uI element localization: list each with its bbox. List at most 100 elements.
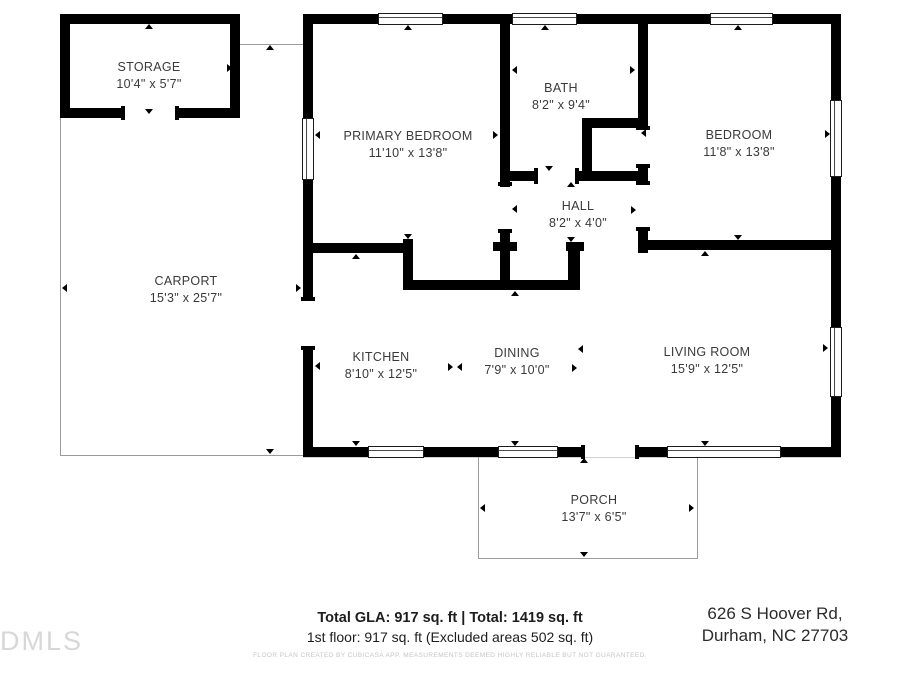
wall-house-right — [831, 14, 841, 457]
dimension-arrow — [448, 363, 453, 371]
dimension-arrow — [315, 362, 320, 370]
dimension-arrow — [734, 235, 742, 240]
disclaimer-text: FLOOR PLAN CREATED BY CUBICASA APP. MEAS… — [253, 652, 647, 659]
door-jamb — [498, 182, 512, 186]
address-line-1: 626 S Hoover Rd, — [707, 604, 843, 623]
door-jamb — [301, 346, 315, 350]
dimension-arrow — [572, 364, 577, 372]
wall-storage-bottom-left — [60, 108, 123, 118]
dimension-arrow — [511, 291, 519, 296]
dimension-arrow — [457, 363, 462, 371]
carport-left-line — [60, 43, 61, 456]
dimension-arrow — [631, 206, 636, 214]
door-jamb — [121, 106, 125, 120]
wall-bath-south-right — [577, 171, 648, 181]
carport-top-line — [240, 44, 303, 45]
wall-storage-top — [60, 14, 240, 24]
door-jamb — [575, 168, 579, 184]
wall-storage-right — [230, 14, 240, 118]
address-line-2: Durham, NC 27703 — [701, 626, 849, 645]
dimension-arrow — [701, 441, 709, 446]
room-name: HALL — [561, 199, 595, 213]
door-jamb — [635, 445, 639, 459]
room-dims: 8'2" x 9'4" — [532, 98, 590, 112]
dimension-arrow — [567, 237, 575, 242]
dimension-arrow — [512, 205, 517, 213]
window — [830, 327, 842, 397]
dimension-arrow — [567, 182, 575, 187]
room-label-hall: HALL 8'2" x 4'0" — [549, 198, 607, 232]
window — [378, 13, 443, 25]
door-jamb — [581, 445, 585, 459]
door-jamb — [636, 126, 650, 130]
wall-closet-right-cap — [566, 242, 584, 251]
door-jamb — [534, 168, 538, 184]
dimension-arrow — [315, 131, 320, 139]
door-jamb — [636, 227, 650, 231]
room-dims: 10'4" x 5'7" — [116, 77, 182, 91]
dimension-arrow — [641, 129, 646, 137]
dimension-arrow — [62, 64, 67, 72]
door-jamb — [636, 181, 650, 185]
dimension-arrow — [511, 441, 519, 446]
window — [368, 446, 424, 458]
room-dims: 13'7" x 6'5" — [561, 510, 627, 524]
wall-bath-bedroom-divider-upper — [638, 24, 648, 130]
dimension-arrow — [145, 109, 153, 114]
room-label-kitchen: KITCHEN 8'10" x 12'5" — [345, 349, 417, 383]
window — [710, 13, 773, 25]
room-label-dining: DINING 7'9" x 10'0" — [484, 345, 549, 379]
wall-closet-crossbar — [493, 242, 517, 251]
dimension-arrow — [512, 66, 517, 74]
dimension-arrow — [296, 284, 301, 292]
dimension-arrow — [266, 449, 274, 454]
dimension-arrow — [227, 64, 232, 72]
dimension-arrow — [580, 458, 588, 463]
room-dims: 15'3" x 25'7" — [149, 291, 223, 305]
dimension-arrow — [734, 25, 742, 30]
carport-bottom-line — [60, 455, 304, 456]
wall-closet-notch-top — [582, 118, 648, 128]
wall-primary-hall-divider-lower — [500, 233, 510, 290]
dimension-arrow — [62, 284, 67, 292]
window — [830, 100, 842, 177]
room-label-living-room: LIVING ROOM 15'9" x 12'5" — [664, 344, 751, 378]
wall-closet-left — [403, 243, 413, 290]
window — [667, 446, 781, 458]
room-dims: 15'9" x 12'5" — [670, 362, 744, 376]
wall-storage-bottom-right — [176, 108, 240, 118]
room-name: KITCHEN — [352, 350, 410, 364]
room-label-primary-bedroom: PRIMARY BEDROOM 11'10" x 13'8" — [343, 128, 472, 162]
wall-closet-right — [568, 243, 580, 290]
room-label-storage: STORAGE 10'4" x 5'7" — [116, 59, 181, 93]
house-bottom-shadow-line — [303, 457, 841, 458]
wall-primary-bath-divider — [500, 24, 510, 187]
room-label-porch: PORCH 13'7" x 6'5" — [561, 492, 626, 526]
room-label-carport: CARPORT 15'3" x 25'7" — [150, 273, 222, 307]
porch-left-line — [478, 457, 479, 559]
wall-closet-notch-left — [582, 118, 592, 181]
door-jamb — [498, 229, 512, 233]
dimension-arrow — [825, 130, 830, 138]
porch-right-line — [697, 457, 698, 559]
room-dims: 11'10" x 13'8" — [368, 146, 448, 160]
room-name: LIVING ROOM — [663, 345, 751, 359]
dimension-arrow — [266, 45, 274, 50]
wall-primary-south — [303, 243, 403, 253]
porch-bottom-line — [478, 558, 698, 559]
room-name: STORAGE — [117, 60, 181, 74]
wall-house-left — [303, 14, 313, 457]
property-address: 626 S Hoover Rd, Durham, NC 27703 — [702, 603, 848, 647]
total-gla-summary: Total GLA: 917 sq. ft | Total: 1419 sq. … — [317, 610, 583, 626]
wall-closet-bottom — [403, 280, 580, 290]
dimension-arrow — [545, 166, 553, 171]
door-jamb — [301, 297, 315, 301]
dimension-arrow — [823, 344, 828, 352]
room-name: BATH — [544, 81, 578, 95]
dimension-arrow — [493, 131, 498, 139]
dimension-arrow — [689, 504, 694, 512]
wall-bath-bedroom-divider-mid — [638, 167, 648, 183]
room-name: PRIMARY BEDROOM — [343, 129, 473, 143]
room-name: CARPORT — [154, 274, 218, 288]
